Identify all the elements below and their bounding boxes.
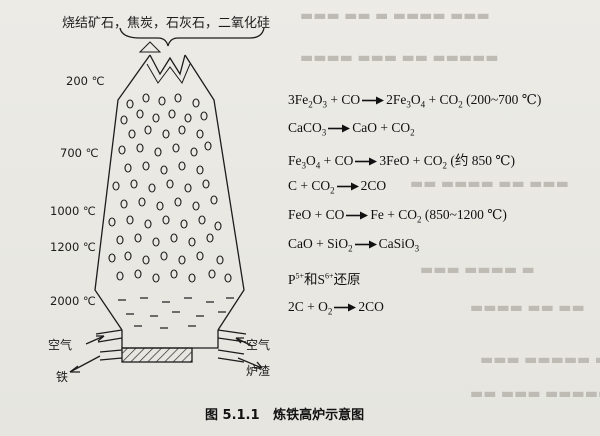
slag-label: 炉渣 bbox=[246, 364, 271, 378]
figure-number: 图 5.1.1 bbox=[205, 408, 260, 423]
tuyere-left bbox=[95, 329, 123, 343]
temp-label-200: 200 ℃ bbox=[66, 74, 105, 88]
slag-outlet-arrow bbox=[237, 357, 263, 369]
temp-label-1000: 1000 ℃ bbox=[50, 204, 96, 218]
air-right-label: 空气 bbox=[246, 338, 271, 352]
air-in-arrow-right bbox=[235, 337, 253, 347]
feed-label: 烧结矿石，焦炭，石灰石，二氧化硅 bbox=[62, 16, 271, 31]
air-in-arrow-left bbox=[85, 335, 105, 345]
burden-particles bbox=[108, 93, 232, 283]
reaction-equation: P5+和S6+还原 bbox=[288, 271, 361, 288]
molten-zone bbox=[118, 297, 234, 329]
temp-label-1200: 1200 ℃ bbox=[50, 240, 96, 254]
furnace-wall-left bbox=[94, 54, 151, 331]
iron-outlet-arrow bbox=[69, 355, 101, 373]
temp-label-2000: 2000 ℃ bbox=[50, 294, 96, 308]
feed-brace bbox=[119, 27, 265, 47]
figure-caption: 图 5.1.1 炼铁高炉示意图 bbox=[205, 404, 364, 423]
hearth-floor-hatch bbox=[121, 347, 193, 363]
figure-title: 炼铁高炉示意图 bbox=[273, 408, 365, 423]
furnace-wall-right bbox=[184, 54, 245, 331]
air-left-label: 空气 bbox=[48, 338, 73, 352]
iron-label: 铁 bbox=[56, 370, 69, 384]
furnace-hearth bbox=[121, 330, 219, 349]
charging-throat bbox=[149, 54, 186, 76]
temp-label-700: 700 ℃ bbox=[60, 146, 99, 160]
